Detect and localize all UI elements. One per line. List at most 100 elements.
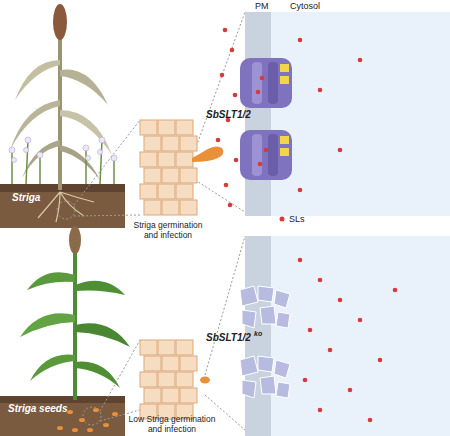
sl-dot — [220, 73, 225, 78]
sl-dot — [224, 183, 229, 188]
sl-dot — [338, 298, 343, 303]
root-cell — [140, 340, 157, 355]
sl-dot — [223, 28, 228, 33]
membrane-label: PM — [255, 1, 275, 11]
sl-dot — [393, 288, 398, 293]
sl-legend-dot — [280, 217, 285, 222]
zoom-circle — [83, 407, 101, 425]
sl-dot — [303, 378, 308, 383]
sl-dot — [216, 138, 221, 143]
root-cell — [180, 388, 197, 403]
soil — [0, 184, 125, 228]
root-cells — [140, 340, 197, 419]
sl-dot — [228, 203, 233, 208]
cytosol-area — [271, 236, 450, 436]
root-cell — [176, 372, 193, 387]
panel-caption: Low Striga germination and infection — [122, 414, 222, 434]
sl-dot — [258, 162, 263, 167]
transporter-label: SbSLT1/2 — [206, 110, 266, 120]
sl-dot — [358, 58, 363, 63]
roots — [38, 192, 94, 222]
root-cell — [140, 152, 157, 167]
sl-dot — [318, 278, 323, 283]
root-cell — [176, 120, 193, 135]
root-cell — [180, 356, 197, 371]
seed-label: Striga seeds — [8, 404, 78, 414]
leaf — [75, 281, 125, 295]
sl-dot — [298, 188, 303, 193]
root-cell — [144, 356, 161, 371]
leaf — [60, 145, 100, 180]
sl-dot — [338, 148, 343, 153]
leaf — [60, 69, 108, 105]
root-cell — [162, 200, 179, 215]
root-cell — [158, 184, 175, 199]
panicle — [53, 4, 67, 40]
sl-dot — [328, 348, 333, 353]
healthy-sorghum — [0, 226, 130, 436]
root-cell — [140, 372, 157, 387]
root-cell — [158, 372, 175, 387]
root-cell — [176, 340, 193, 355]
striga-seed — [200, 377, 210, 384]
leaf — [27, 272, 75, 290]
leaf — [30, 355, 75, 381]
striga-flowers — [9, 137, 117, 163]
sl-dot — [368, 418, 373, 423]
sl-dot — [378, 358, 383, 363]
root-cell — [176, 152, 193, 167]
knockout-superscript: ko — [254, 329, 274, 339]
cytosol-area — [271, 12, 450, 216]
striga-plants — [12, 140, 114, 184]
leaf — [75, 323, 130, 347]
sl-dot — [358, 318, 363, 323]
sl-dot — [233, 93, 238, 98]
striga-haustorium — [192, 146, 223, 162]
panel-caption: Striga germination and infection — [128, 220, 208, 240]
root-cell — [144, 136, 161, 151]
root-cell — [144, 168, 161, 183]
zoom-circle — [57, 201, 75, 219]
sl-dot — [298, 38, 303, 43]
root-cell — [180, 136, 197, 151]
root-cell — [162, 356, 179, 371]
root-cell — [144, 388, 161, 403]
root-cell — [162, 168, 179, 183]
sl-dot — [298, 258, 303, 263]
root-cell — [158, 120, 175, 135]
sl-dot — [308, 328, 313, 333]
root-cell — [180, 200, 197, 215]
root-cell — [162, 136, 179, 151]
panicle — [69, 226, 81, 254]
soil — [0, 396, 125, 436]
sl-dot — [318, 408, 323, 413]
infected-sorghum — [0, 4, 125, 228]
root-cell — [140, 184, 157, 199]
root-cells — [140, 120, 197, 215]
root-cell — [176, 184, 193, 199]
sl-dot — [256, 90, 261, 95]
root-cell — [158, 340, 175, 355]
root-cell — [162, 388, 179, 403]
root-cell — [158, 152, 175, 167]
leaf — [75, 362, 120, 388]
parasite-label: Striga — [12, 193, 57, 203]
root-cell — [180, 168, 197, 183]
leaf — [20, 313, 75, 337]
root-cell — [144, 200, 161, 215]
sl-dot — [260, 76, 265, 81]
soil-top — [0, 184, 125, 192]
cytosol-label: Cytosol — [290, 1, 330, 11]
sl-molecules — [216, 28, 398, 423]
root-cell — [140, 120, 157, 135]
sl-dot — [230, 48, 235, 53]
molecule-label: SLs — [289, 214, 319, 224]
sl-dot — [348, 388, 353, 393]
sl-dot — [318, 88, 323, 93]
stalk — [73, 245, 77, 400]
sl-dot — [264, 148, 269, 153]
dashed-guides — [74, 12, 245, 430]
sl-dot — [234, 158, 239, 163]
